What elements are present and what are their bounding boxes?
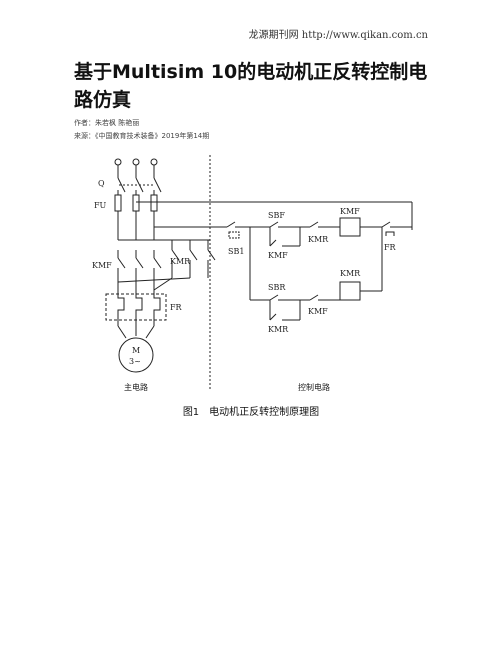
article-source: 来源：《中国教育技术装备》2019年第14期	[74, 132, 210, 140]
label-kmr-nc1: KMR	[308, 235, 329, 244]
circuit-figure: Q FU KMF KMR FR M 3~ 主电路 SB1 SBF KMR KMF…	[92, 150, 422, 400]
label-sbr: SBR	[268, 283, 286, 292]
label-motor-m: M	[132, 346, 140, 355]
label-main-circuit: 主电路	[124, 382, 148, 392]
label-sbf: SBF	[268, 211, 285, 220]
label-fr-ctrl: FR	[384, 243, 397, 252]
label-kmr-aux: KMR	[268, 325, 289, 334]
motor-reversing-circuit-diagram: Q FU KMF KMR FR M 3~ 主电路 SB1 SBF KMR KMF…	[92, 155, 413, 392]
article-title: 基于Multisim 10的电动机正反转控制电路仿真	[74, 61, 428, 111]
label-kmr-main: KMR	[170, 257, 191, 266]
label-sb1: SB1	[228, 247, 244, 256]
article-authors: 作者：朱若枫 陈艳丽	[74, 119, 140, 127]
label-fr-main: FR	[170, 303, 183, 312]
label-kmr-coil: KMR	[340, 269, 361, 278]
label-q: Q	[98, 179, 105, 188]
figure-caption: 图1 电动机正反转控制原理图	[182, 407, 320, 418]
label-kmf-nc2: KMF	[308, 307, 328, 316]
label-control-circuit: 控制电路	[298, 382, 330, 392]
label-fu: FU	[94, 201, 107, 210]
label-motor-phase: 3~	[129, 357, 141, 366]
label-kmf-aux: KMF	[268, 251, 288, 260]
journal-site-header: 龙源期刊网 http://www.qikan.com.cn	[248, 30, 428, 41]
label-kmf-main: KMF	[92, 261, 112, 270]
label-kmf-coil: KMF	[340, 207, 360, 216]
